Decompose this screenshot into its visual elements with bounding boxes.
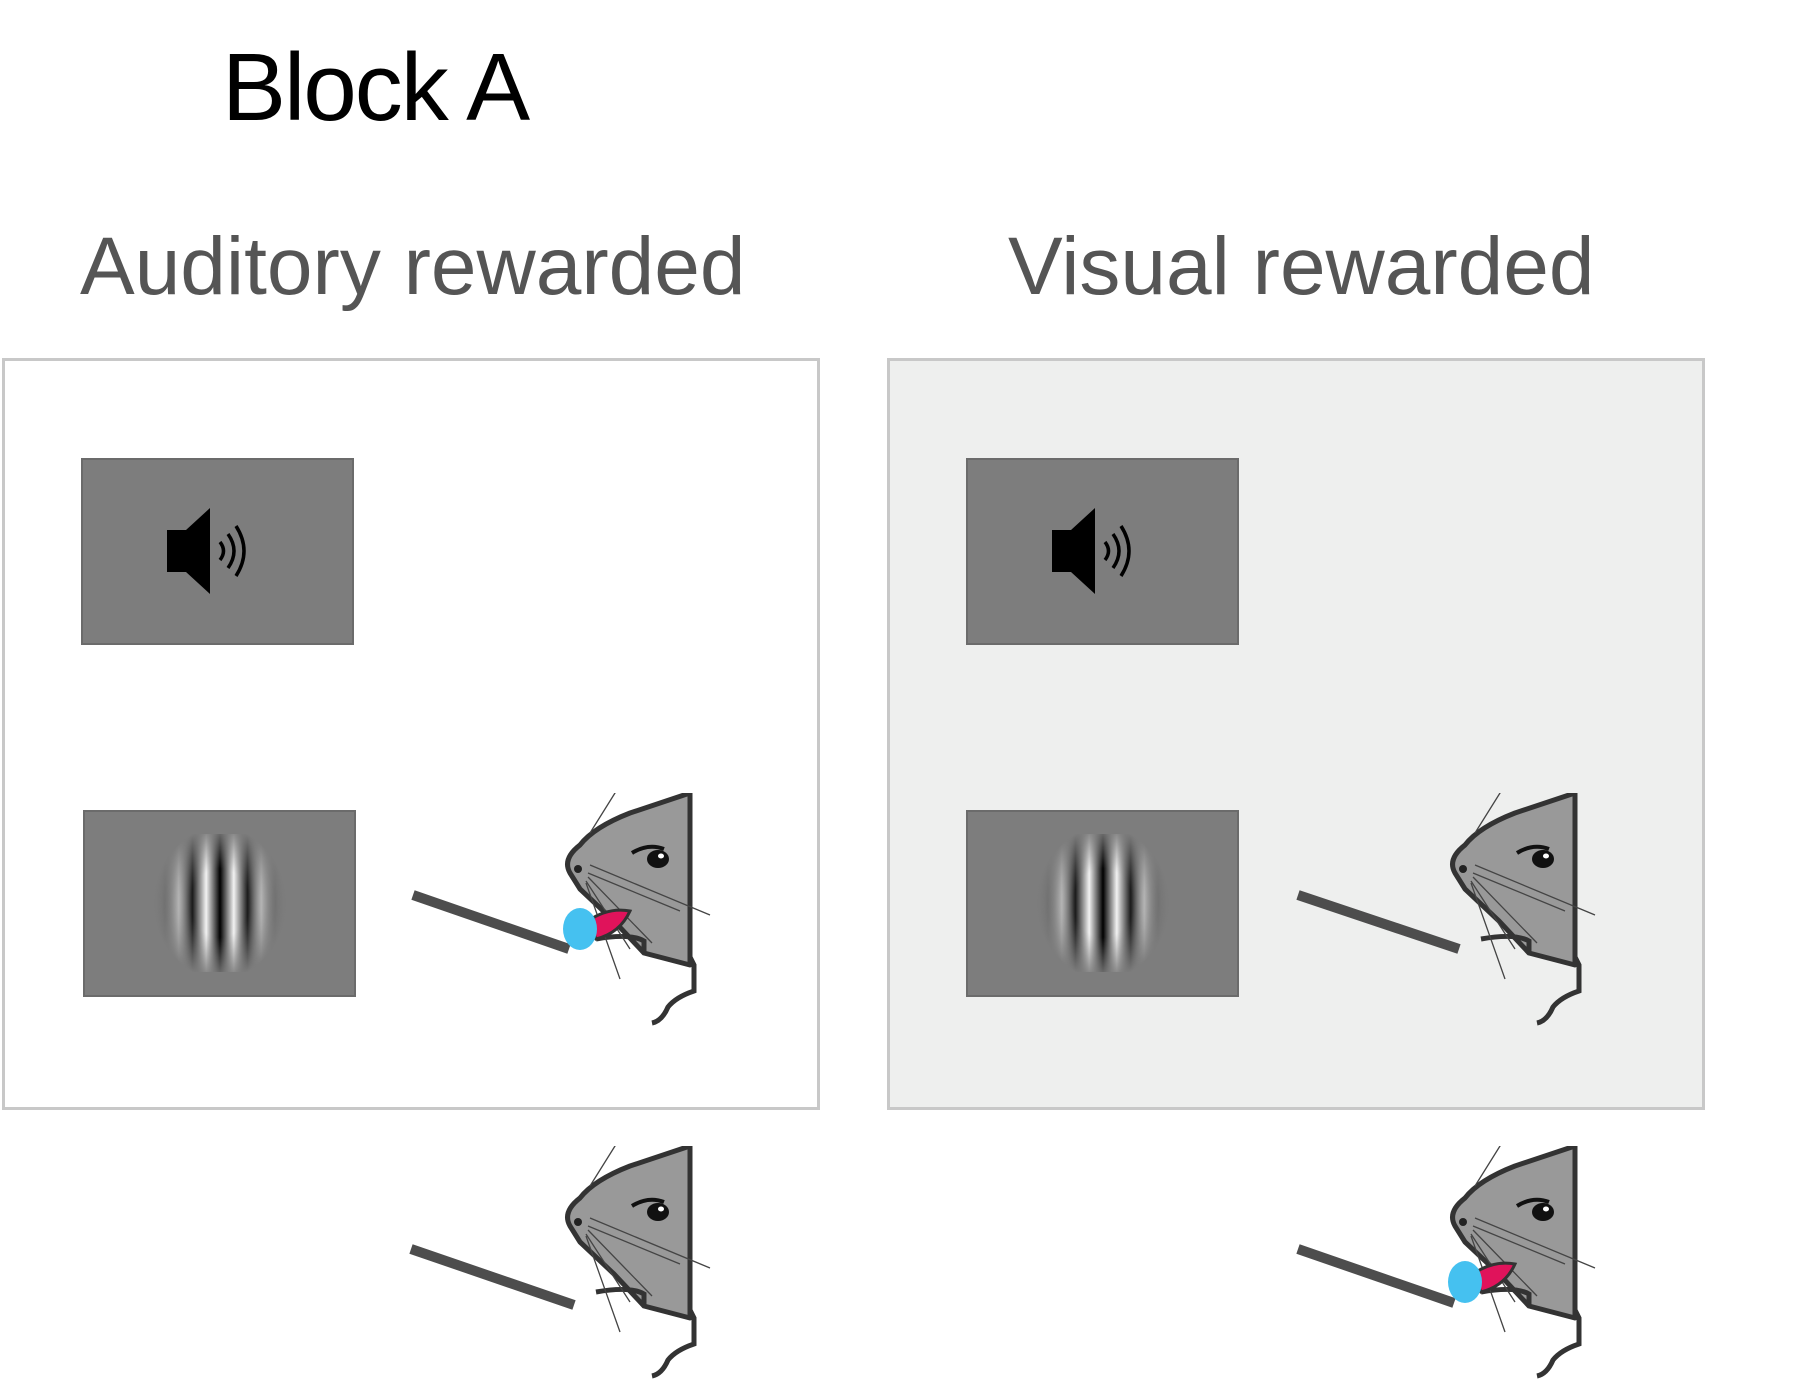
tongue [1471,1261,1518,1294]
water-drop [1448,1261,1482,1303]
sound-stimulus-box [966,458,1239,645]
mouse-head-licking [563,793,760,1041]
speaker-icon [1052,508,1131,594]
gabor-grating [1034,834,1172,972]
mouse-head-licking [1448,1146,1645,1394]
water-drop [563,908,597,950]
gabor-grating [151,834,289,972]
speaker-icon [167,508,246,594]
auditory-rewarded-panel [2,358,820,1110]
block-title: Block A [222,34,530,141]
grating-stimulus-box [83,810,356,997]
lick-spout [1296,890,1461,954]
auditory-rewarded-title: Auditory rewarded [80,221,746,312]
visual-rewarded-panel [887,358,1705,1110]
mouse-head [560,1146,760,1394]
mouse-head [1445,793,1645,1041]
visual-rewarded-title: Visual rewarded [1008,221,1595,312]
lick-spout [1296,1244,1456,1308]
tongue [586,908,633,941]
sound-stimulus-box [81,458,354,645]
lick-spout [409,1244,576,1310]
grating-stimulus-box [966,810,1239,997]
lick-spout [411,890,571,954]
